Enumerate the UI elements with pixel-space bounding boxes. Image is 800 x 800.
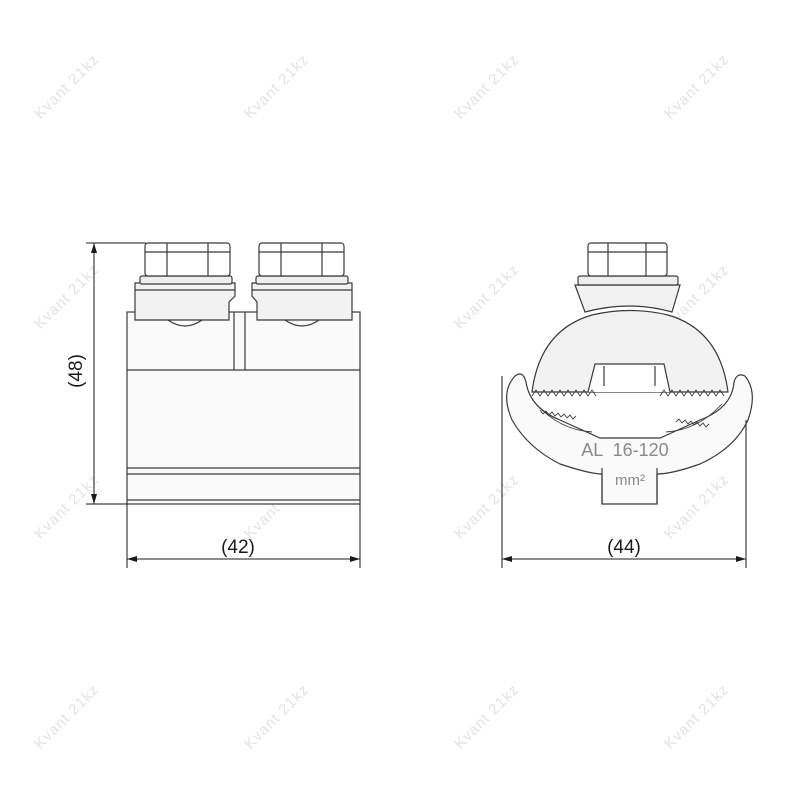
watermark-text: Kvant 21kz	[241, 681, 313, 753]
left-lug	[167, 319, 203, 327]
lower-left-serration	[535, 403, 593, 433]
front-marking-line1: AL 16-120	[581, 440, 668, 460]
side-dimensions	[86, 242, 361, 568]
watermark-text: Kvant 21kz	[451, 471, 523, 543]
watermark-text: Kvant 21kz	[241, 51, 313, 123]
right-lug	[284, 319, 320, 327]
front-width-label: (44)	[607, 537, 641, 558]
front-hex-nut	[587, 242, 668, 277]
lower-right-serration	[665, 403, 723, 433]
watermark-text: Kvant 21kz	[31, 681, 103, 753]
front-dimensions	[501, 376, 747, 568]
watermark-text: Kvant 21kz	[31, 471, 103, 543]
left-serration	[531, 389, 597, 397]
watermark-text: Kvant 21kz	[31, 51, 103, 123]
watermark-text: Kvant 21kz	[31, 261, 103, 333]
left-pressure-plate	[134, 282, 236, 321]
watermark-text: Kvant 21kz	[661, 51, 733, 123]
upper-jaw	[531, 309, 729, 393]
side-width-label: (42)	[221, 537, 255, 558]
watermark-text: Kvant 21kz	[451, 681, 523, 753]
front-washer	[577, 275, 679, 286]
front-bolt-housing	[574, 284, 681, 313]
front-view	[506, 242, 753, 505]
side-height-label: (48)	[66, 354, 87, 388]
left-washer	[139, 275, 233, 285]
right-serration	[659, 389, 725, 397]
clamp-body	[126, 311, 361, 505]
side-view	[126, 242, 361, 505]
front-marking-line2: mm²	[615, 472, 645, 489]
watermark-text: Kvant 21kz	[451, 51, 523, 123]
left-hex-nut	[144, 242, 231, 277]
right-hex-nut	[258, 242, 345, 277]
clamp-front-body	[506, 373, 753, 505]
right-washer	[255, 275, 349, 285]
watermark-text: Kvant 21kz	[451, 261, 523, 333]
right-pressure-plate	[251, 282, 353, 321]
watermark-text: Kvant 21kz	[661, 681, 733, 753]
jaw-notch	[587, 363, 671, 393]
watermark-text: Kvant 21kz	[661, 471, 733, 543]
